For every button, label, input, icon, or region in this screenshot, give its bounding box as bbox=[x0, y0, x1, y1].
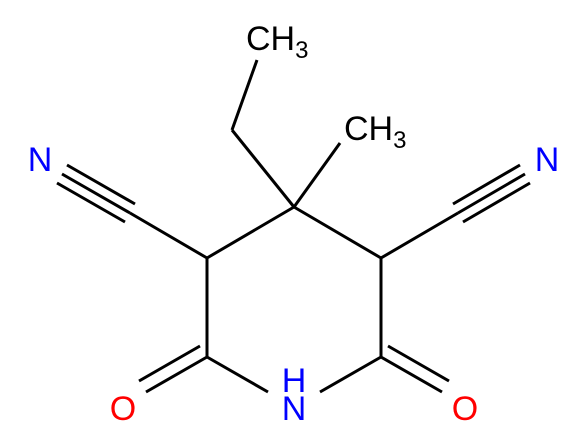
atom-label-ethyl-ch3: CH3 bbox=[246, 20, 308, 64]
bond-c4-ch2 bbox=[230, 129, 296, 208]
ethyl-group bbox=[230, 59, 296, 208]
bond-c2-o-b bbox=[138, 344, 201, 383]
ethyl-ch3-c: CH bbox=[246, 20, 295, 58]
atom-label-o-right: O bbox=[452, 390, 478, 428]
triple-bond-left-3 bbox=[66, 163, 136, 206]
bond-c3-cn bbox=[129, 211, 208, 260]
carbonyl-right bbox=[380, 344, 450, 394]
methyl-group bbox=[292, 142, 342, 208]
atom-label-n-left: N bbox=[28, 141, 53, 179]
bond-c6-n1 bbox=[319, 355, 382, 394]
triple-bond-right-1 bbox=[457, 172, 526, 215]
triple-bond-left-2 bbox=[56, 181, 126, 224]
bond-c6-o-a bbox=[380, 355, 443, 394]
bond-c6-o-b bbox=[387, 344, 450, 383]
nitrile-right bbox=[380, 163, 531, 260]
bond-c2-n1 bbox=[206, 355, 269, 394]
carbonyl-left bbox=[138, 344, 208, 394]
piperidine-ring bbox=[205, 205, 383, 394]
atom-label-nh: N bbox=[282, 390, 307, 428]
bond-c2-o-a bbox=[145, 355, 208, 394]
ethyl-ch3-sub: 3 bbox=[295, 37, 308, 64]
triple-bond-right-3 bbox=[452, 163, 521, 206]
triple-bond-left-1 bbox=[61, 172, 131, 215]
atom-label-o-left: O bbox=[110, 390, 136, 428]
methyl-ch3-c: CH bbox=[344, 110, 393, 148]
bond-c4-c5 bbox=[293, 205, 382, 260]
bond-c4-ch3 bbox=[292, 142, 342, 208]
triple-bond-right-2 bbox=[462, 181, 531, 224]
nh-n: N bbox=[282, 390, 307, 428]
bond-ch2-ch3 bbox=[230, 59, 259, 131]
bond-c5-cn bbox=[380, 211, 459, 260]
methyl-ch3-sub: 3 bbox=[393, 127, 406, 154]
bond-c4-c3 bbox=[206, 205, 295, 260]
nitrile-left bbox=[56, 163, 208, 260]
atom-label-nh-h: H bbox=[282, 362, 307, 400]
atom-label-n-right: N bbox=[535, 141, 560, 179]
atom-label-methyl-ch3: CH3 bbox=[344, 110, 406, 154]
